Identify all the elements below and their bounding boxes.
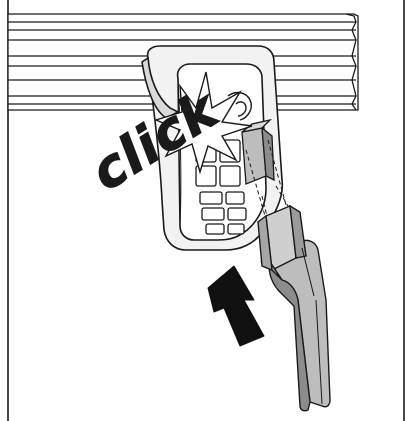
- up-arrow-icon: [207, 265, 265, 347]
- locking-tab: [241, 118, 275, 185]
- click-burst-icon: [153, 71, 253, 175]
- insert-bracket: [257, 204, 331, 412]
